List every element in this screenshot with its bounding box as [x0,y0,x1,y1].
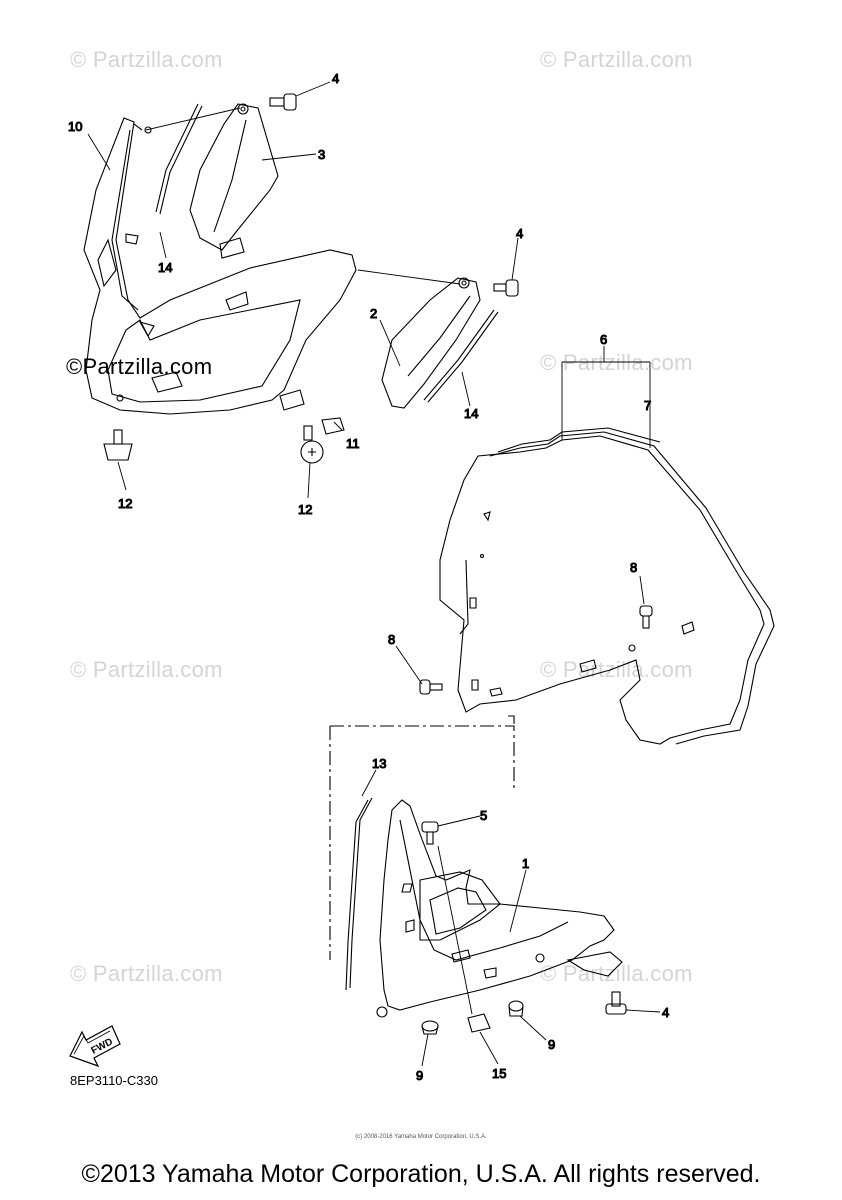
part-14-strip-right [423,309,499,403]
watermark: © Partzilla.com [540,961,693,986]
part-2-right-duct [381,277,481,409]
callout-7: 7 [644,398,651,413]
part-3-left-duct [189,103,279,259]
watermark: © Partzilla.com [540,350,693,375]
callout-14: 14 [464,406,478,421]
copyright-notice: ©2013 Yamaha Motor Corporation, U.S.A. A… [81,1160,761,1188]
callout-3: 3 [318,147,325,162]
callout-8: 8 [388,632,395,647]
callout-9: 9 [548,1037,555,1052]
callout-5: 5 [480,808,487,823]
watermark: © Partzilla.com [70,47,223,72]
watermark: © Partzilla.com [70,961,223,986]
watermark: © Partzilla.com [540,657,693,682]
part-code: 8EP3110-C330 [70,1073,158,1088]
grommet-icon [421,1020,439,1035]
part-13-trim [345,797,373,991]
watermark: © Partzilla.com [540,47,693,72]
screw-icon [421,821,439,845]
nut-11-icon [321,417,345,435]
callout-4: 4 [516,226,523,241]
nut-15-icon [467,1013,491,1033]
callout-9: 9 [416,1068,423,1083]
callout-2: 2 [370,306,377,321]
bolt-icon [103,429,133,461]
callout-6: 6 [600,332,607,347]
screw-icon [639,605,653,629]
leader-lines [87,81,661,1067]
callout-4: 4 [662,1005,669,1020]
callout-13: 13 [372,756,386,771]
fwd-arrow-icon: FWD [69,1025,121,1068]
callout-8: 8 [630,560,637,575]
screw-icon [419,679,443,695]
grommet-icon [508,1000,524,1017]
callout-12: 12 [298,502,312,517]
section-divider [329,715,515,960]
screw-icon [493,279,519,297]
callout-14: 14 [158,260,172,275]
callout-1: 1 [522,856,529,871]
callout-12: 12 [118,496,132,511]
screw-icon [269,93,297,111]
callout-15: 15 [492,1066,506,1081]
watermark: © Partzilla.com [70,657,223,682]
part-10-upper-cowling [83,117,357,415]
callout-4: 4 [332,71,339,86]
callout-11: 11 [346,436,360,451]
bolt-icon [300,425,324,464]
part-6-windshield [439,427,775,745]
part-14-strip-left [155,103,203,215]
callout-10: 10 [68,119,82,134]
screw-icon [605,991,627,1015]
tiny-notice: (c) 2008-2016 Yamaha Motor Corporation, … [355,1134,487,1140]
part-1-inner-panel [376,799,623,1018]
watermark: ©Partzilla.com [66,354,213,379]
